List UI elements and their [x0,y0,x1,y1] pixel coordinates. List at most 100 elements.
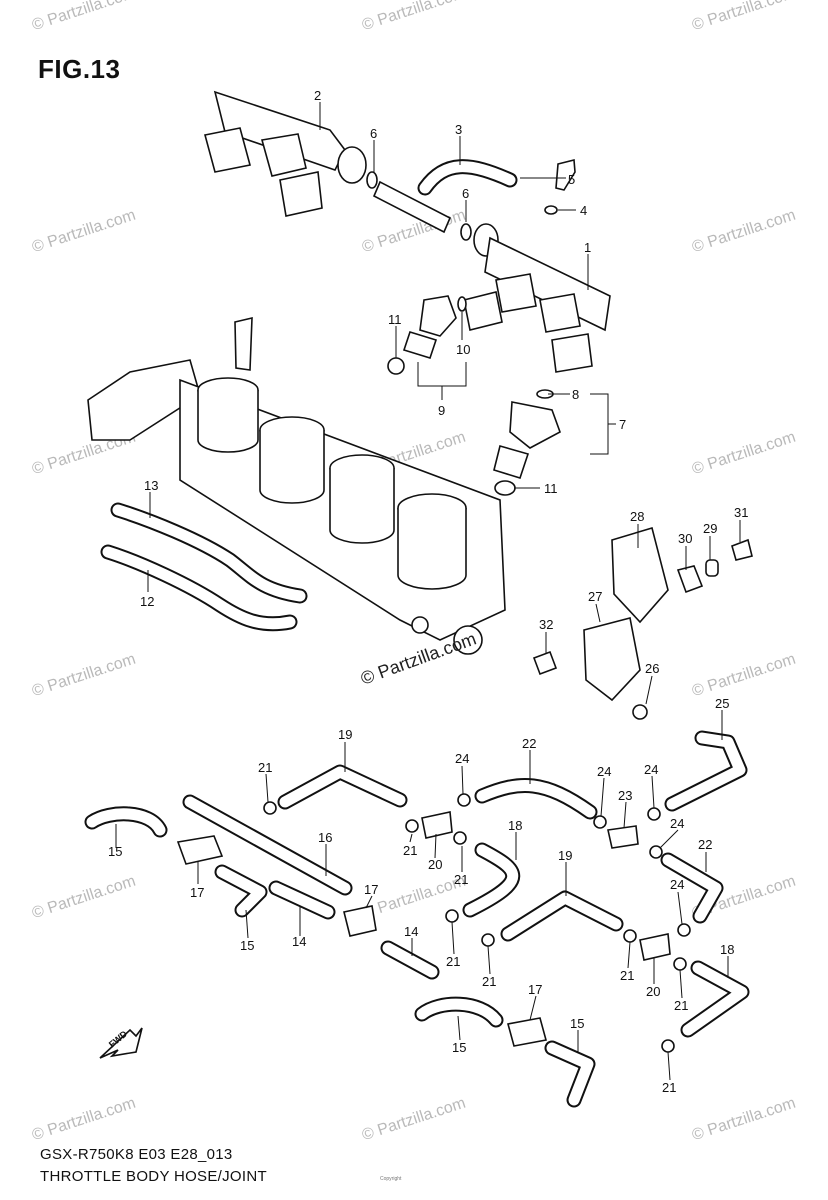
hose-19 [277,764,408,810]
bolt-31 [731,538,753,561]
callout-24: 24 [670,816,684,831]
hose-13 [110,502,308,604]
callout-11: 11 [544,481,558,496]
joint-20 [639,933,671,961]
callout-3: 3 [455,122,462,137]
hose-25 [664,730,748,812]
hose-14-mid [268,880,336,920]
callout-29: 29 [703,521,717,536]
clamp-21 [481,933,495,947]
callout-16: 16 [318,830,332,845]
hose-14-low [380,940,440,980]
joint-17 [176,835,224,865]
callout-14: 14 [292,934,306,949]
callout-15: 15 [452,1040,466,1055]
clamp-24 [647,807,661,821]
collar-29 [705,559,719,577]
model-code: GSX-R750K8 E03 E28_013 [40,1146,233,1163]
fuel-delivery-pipe-2 [204,90,367,217]
callout-25: 25 [715,696,729,711]
callout-18: 18 [720,942,734,957]
callout-27: 27 [588,589,602,604]
figure-title: FIG.13 [38,54,121,84]
callout-19: 19 [558,848,572,863]
callout-2: 2 [314,88,321,103]
leader-lines [115,102,741,1081]
callout-22: 22 [698,837,712,852]
hose-15-lower [414,996,504,1028]
callout-31: 31 [734,505,748,520]
joint-17 [343,905,377,937]
callout-labels: 2 6 3 5 4 6 1 11 10 9 8 7 11 13 12 28 30… [108,88,748,1095]
throttle-body-assembly [87,316,506,655]
washer-4 [544,205,558,215]
bolt-5 [555,158,576,191]
callout-12: 12 [140,594,154,609]
callout-10: 10 [456,342,470,357]
clamp-21 [661,1039,675,1053]
callout-21: 21 [662,1080,676,1095]
clamp-26 [632,704,648,720]
callout-6: 6 [370,126,377,141]
clamp-21 [405,819,419,833]
joint-pipe [372,180,452,234]
hose-22 [474,778,598,820]
clamp-24 [649,845,663,859]
callout-23: 23 [618,788,632,803]
hose-19-lower [500,890,624,942]
callout-6: 6 [462,186,469,201]
callout-24: 24 [670,877,684,892]
cushion-30 [676,565,704,594]
callout-21: 21 [454,872,468,887]
hose-16 [182,794,353,896]
callout-17: 17 [528,982,542,997]
callout-22: 22 [522,736,536,751]
clamp-24 [457,793,471,807]
callout-4: 4 [580,203,587,218]
callout-18: 18 [508,818,522,833]
callout-24: 24 [644,762,658,777]
clamp-21 [623,929,637,943]
callout-32: 32 [539,617,553,632]
callout-21: 21 [482,974,496,989]
o-ring-6 [460,223,472,241]
fuel-injector-9 [387,295,467,375]
callout-20: 20 [428,857,442,872]
clamp-21 [263,801,277,815]
clamp-21 [673,957,687,971]
callout-7: 7 [619,417,626,432]
callout-9: 9 [438,403,445,418]
callout-24: 24 [597,764,611,779]
callout-14: 14 [404,924,418,939]
callout-5: 5 [568,172,575,187]
joint-23 [607,825,639,849]
callout-21: 21 [620,968,634,983]
callout-15: 15 [240,938,254,953]
joint-20 [421,811,453,839]
clamp-24 [593,815,607,829]
copyright-text: Copyright [380,1176,402,1182]
joint-17 [506,1017,548,1047]
callout-17: 17 [364,882,378,897]
hose-15-bottom [544,1040,596,1108]
callout-26: 26 [645,661,659,676]
forward-direction-arrow: FWD [99,1027,143,1059]
callout-28: 28 [630,509,644,524]
bracket-28 [611,526,669,624]
callout-21: 21 [674,998,688,1013]
clamp-21 [453,831,467,845]
callout-8: 8 [572,387,579,402]
callout-19: 19 [338,727,352,742]
callout-21: 21 [258,760,272,775]
hose-12 [100,544,298,632]
callout-11: 11 [388,312,402,327]
hose-18-right [680,960,750,1038]
fuel-delivery-pipe-1 [463,223,611,373]
hose-15-mid [214,864,268,918]
hose-15-upper [84,806,168,838]
callout-13: 13 [144,478,158,493]
nut-32 [532,650,558,676]
clamp-24 [677,923,691,937]
solenoid-valve-27 [583,617,641,702]
